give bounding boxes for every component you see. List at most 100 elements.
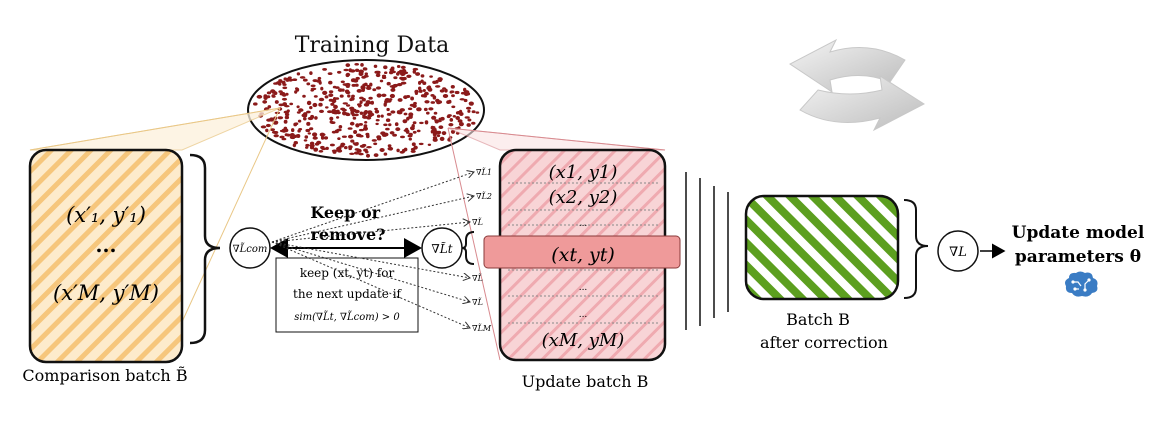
data-point bbox=[354, 63, 360, 66]
data-point bbox=[282, 94, 287, 97]
comparison-caption: Comparison batch B̃ bbox=[22, 366, 187, 385]
data-point bbox=[304, 135, 309, 139]
data-point bbox=[266, 118, 272, 122]
data-point bbox=[471, 110, 476, 114]
data-point bbox=[306, 82, 311, 86]
grad-com-label: ∇L̃com bbox=[233, 243, 268, 255]
data-point bbox=[309, 141, 315, 146]
data-point bbox=[295, 134, 300, 138]
data-point bbox=[345, 85, 350, 88]
data-point bbox=[294, 122, 299, 125]
data-point bbox=[358, 128, 365, 132]
data-point bbox=[440, 116, 445, 121]
data-point bbox=[360, 86, 366, 90]
data-point bbox=[314, 116, 318, 120]
data-point bbox=[407, 134, 413, 138]
data-point bbox=[419, 121, 424, 125]
data-point bbox=[413, 101, 417, 105]
data-point bbox=[386, 112, 392, 116]
data-point bbox=[451, 94, 455, 98]
data-point bbox=[364, 110, 368, 113]
data-point bbox=[362, 115, 368, 119]
data-point bbox=[432, 95, 437, 100]
data-point bbox=[256, 94, 263, 99]
data-point bbox=[319, 109, 324, 113]
data-point bbox=[383, 123, 388, 127]
data-point bbox=[464, 116, 470, 119]
data-point bbox=[348, 134, 354, 139]
refresh-cycle-icon bbox=[789, 38, 925, 132]
data-point bbox=[383, 152, 388, 156]
data-point bbox=[431, 126, 436, 129]
data-point bbox=[322, 68, 327, 71]
data-point bbox=[340, 107, 346, 111]
update-batch-caption: Update batch B bbox=[522, 372, 649, 391]
data-point bbox=[442, 87, 447, 90]
data-point bbox=[403, 112, 408, 116]
data-point bbox=[361, 143, 367, 147]
data-point bbox=[278, 90, 283, 93]
data-point bbox=[320, 135, 325, 140]
data-point bbox=[365, 132, 370, 136]
corrected-brace bbox=[903, 199, 929, 299]
data-point bbox=[363, 124, 368, 128]
highlighted-row-label: (xt, yt) bbox=[551, 244, 615, 266]
data-point bbox=[439, 136, 445, 141]
data-point bbox=[321, 147, 327, 151]
data-point bbox=[381, 74, 387, 78]
data-point bbox=[368, 101, 373, 105]
data-point bbox=[265, 123, 271, 128]
update-row: ... bbox=[579, 283, 588, 293]
per-sample-gradient-label: ∇L̃2 bbox=[476, 192, 492, 201]
data-point bbox=[460, 91, 466, 95]
data-point bbox=[316, 140, 322, 145]
data-point bbox=[270, 89, 276, 93]
data-point bbox=[328, 80, 333, 85]
corrected-caption-2: after correction bbox=[760, 333, 888, 352]
title: Training Data bbox=[295, 33, 450, 58]
data-point bbox=[270, 128, 275, 132]
data-point bbox=[266, 91, 272, 95]
data-point bbox=[464, 91, 468, 96]
data-point bbox=[339, 144, 345, 148]
data-point bbox=[450, 85, 455, 89]
data-point bbox=[393, 83, 399, 87]
data-point bbox=[387, 146, 394, 151]
data-point bbox=[362, 83, 366, 87]
data-point bbox=[420, 79, 424, 84]
data-point bbox=[329, 143, 335, 147]
data-point bbox=[424, 120, 429, 125]
data-point bbox=[364, 121, 368, 124]
data-point bbox=[366, 84, 370, 88]
data-point bbox=[319, 132, 325, 137]
data-point bbox=[424, 100, 430, 104]
data-point bbox=[303, 117, 307, 121]
data-points bbox=[253, 63, 480, 158]
data-point bbox=[459, 98, 465, 101]
data-point bbox=[339, 94, 344, 98]
data-point bbox=[301, 113, 308, 118]
data-point bbox=[373, 153, 379, 158]
data-point bbox=[347, 94, 351, 98]
data-point bbox=[374, 109, 380, 114]
data-point bbox=[312, 102, 318, 108]
corrected-caption-1: Batch B bbox=[786, 310, 850, 329]
data-point bbox=[325, 106, 329, 109]
data-point bbox=[434, 119, 439, 124]
comparison-brace bbox=[189, 153, 221, 345]
data-point bbox=[351, 94, 355, 98]
data-point bbox=[284, 133, 289, 137]
data-point bbox=[371, 139, 377, 142]
data-point bbox=[328, 93, 334, 97]
data-point bbox=[403, 95, 408, 100]
data-point bbox=[375, 119, 380, 122]
data-point bbox=[355, 142, 359, 146]
data-point bbox=[389, 93, 395, 99]
data-point bbox=[410, 147, 416, 151]
data-point bbox=[363, 148, 368, 152]
comparison-row-first: (x′₁, y′₁) bbox=[66, 203, 146, 227]
data-point bbox=[408, 137, 412, 141]
data-point bbox=[305, 128, 311, 133]
data-point bbox=[306, 101, 312, 106]
data-point bbox=[292, 78, 298, 81]
